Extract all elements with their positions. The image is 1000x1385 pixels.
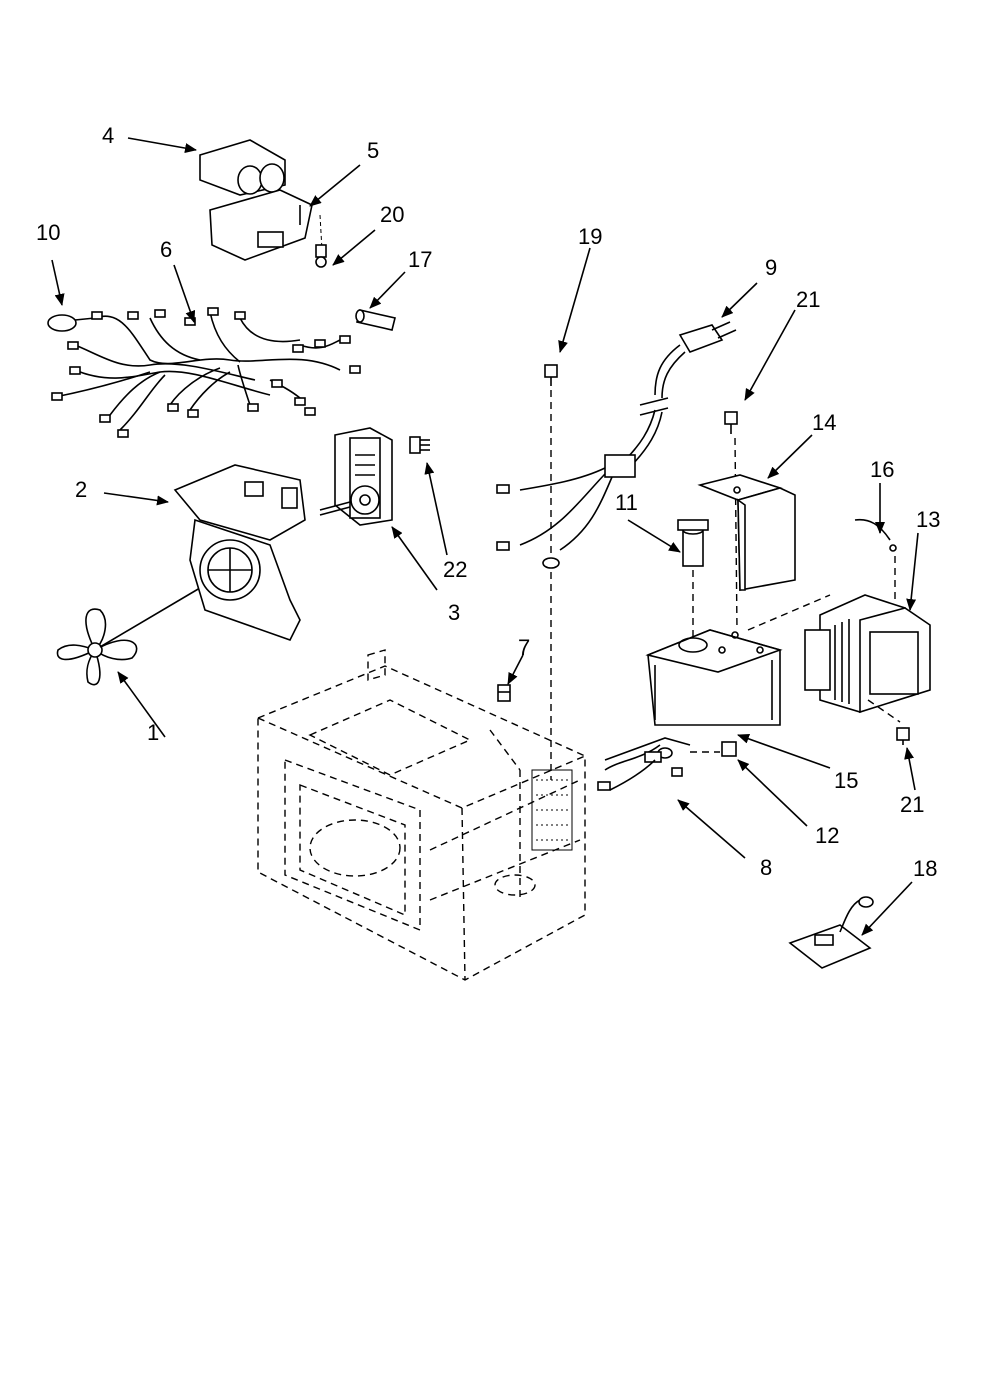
screw-part-20: [315, 244, 327, 268]
callout-9: 9: [765, 255, 777, 280]
clip-part-7: [497, 684, 511, 702]
callout-6: 6: [160, 237, 172, 262]
callout-20: 20: [380, 202, 404, 227]
callout-16: 16: [870, 457, 894, 482]
callout-13: 13: [916, 507, 940, 532]
capacitor-part: [199, 139, 286, 196]
ground-wire-part: [597, 737, 737, 791]
callout-18: 18: [913, 856, 937, 881]
callout-7: 7: [518, 635, 530, 660]
callout-labels: 1 2 3 4 5 6 7 8 9 10 11 12 13 14 15 16 1…: [36, 123, 940, 881]
callout-5: 5: [367, 138, 379, 163]
callout-17: 17: [408, 247, 432, 272]
callout-21-top: 21: [796, 287, 820, 312]
callout-15: 15: [834, 768, 858, 793]
screw-part-21-bottom: [896, 727, 910, 745]
cabinet-outline: [257, 649, 586, 981]
thermostat-part: [47, 314, 96, 332]
callout-14: 14: [812, 410, 836, 435]
callout-22: 22: [443, 557, 467, 582]
bracket-part-14: [697, 474, 796, 591]
fuse-part: [355, 309, 396, 331]
screw-part-22: [409, 436, 430, 454]
callout-11: 11: [615, 490, 638, 515]
fan-housing-part: [173, 464, 306, 641]
motor-bracket-part: [319, 427, 393, 526]
wire-harness-part: [51, 307, 361, 438]
callout-3: 3: [448, 600, 460, 625]
callout-2: 2: [75, 477, 87, 502]
leader-lines: [51, 137, 919, 936]
callout-12: 12: [815, 823, 839, 848]
screw-part-19: [542, 364, 560, 780]
wire-part-16: [854, 518, 897, 600]
power-cord-part: [496, 321, 737, 551]
callout-8: 8: [760, 855, 772, 880]
fan-blade-part: [56, 584, 206, 686]
screw-part-21-top: [724, 411, 738, 631]
callout-4: 4: [102, 123, 114, 148]
callout-10: 10: [36, 220, 60, 245]
filter-board-part: [788, 896, 874, 969]
capacitor-bracket-part: [209, 189, 323, 261]
callout-1: 1: [147, 720, 159, 745]
callout-21-bottom: 21: [900, 792, 924, 817]
diode-part: [677, 519, 709, 640]
callout-19: 19: [578, 224, 602, 249]
base-plate-part: [645, 594, 831, 726]
transformer-part: [804, 594, 931, 723]
